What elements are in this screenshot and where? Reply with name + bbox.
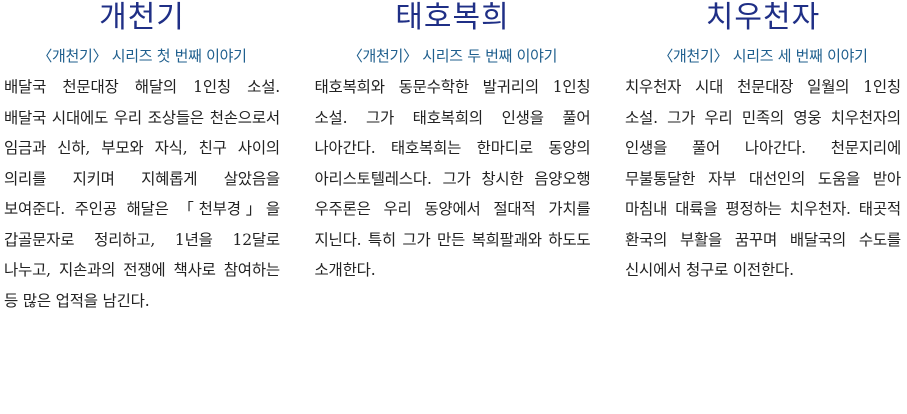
book-title: 치우천자	[705, 0, 821, 35]
book-description: 치우천자 시대 천문대장 일월의 1인칭 소설. 그가 우리 민족의 영웅 치우…	[625, 78, 901, 279]
book-subtitle: 〈개천기〉 시리즈 첫 번째 이야기	[37, 47, 247, 65]
book-subtitle: 〈개천기〉 시리즈 두 번째 이야기	[347, 47, 558, 65]
book-title: 태호복희	[395, 0, 510, 35]
book-description: 태호복희와 동문수학한 발귀리의 1인칭 소설. 그가 태호복희의 인생을 풀어…	[314, 78, 591, 279]
book-column-2: 태호복희 〈개천기〉 시리즈 두 번째 이야기 태호복희와 동문수학한 발귀리의…	[315, 0, 591, 414]
book-column-3: 치우천자 〈개천기〉 시리즈 세 번째 이야기 치우천자 시대 천문대장 일월의…	[625, 0, 901, 414]
book-subtitle: 〈개천기〉 시리즈 세 번째 이야기	[658, 47, 868, 65]
book-description: 배달국 천문대장 해달의 1인칭 소설. 배달국 시대에도 우리 조상들은 천손…	[4, 78, 280, 310]
book-title: 개천기	[99, 0, 185, 35]
book-column-1: 개천기 〈개천기〉 시리즈 첫 번째 이야기 배달국 천문대장 해달의 1인칭 …	[4, 0, 280, 414]
